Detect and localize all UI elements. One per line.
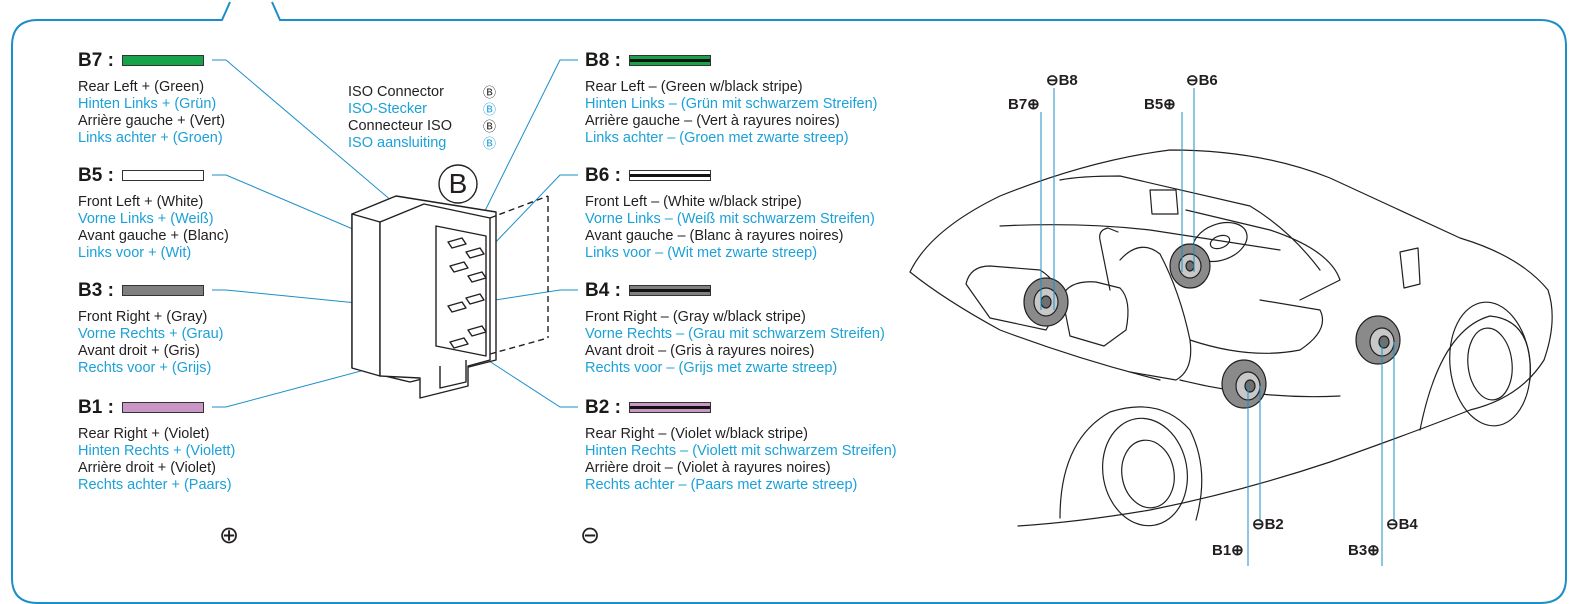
wire-b6: B6 : Front Left – (White w/black stripe)… [585,162,875,262]
wire-desc-nl: Rechts voor + (Grijs) [78,360,212,376]
wire-desc-de: Hinten Rechts – (Violett mit schwarzem S… [585,443,897,459]
wire-desc-fr: Avant gauche – (Blanc à rayures noires) [585,228,844,244]
wire-id: B7 : [78,49,114,71]
wire-color-swatch [121,169,204,181]
speaker-label-b3: B3⊕ [1348,542,1380,559]
speaker-label-b4: ⊖B4 [1386,516,1418,533]
connector-badge-b: B [448,168,468,199]
wire-id: B1 : [78,396,114,418]
wire-desc-fr: Avant gauche + (Blanc) [78,228,229,244]
wire-desc-nl: Links voor – (Wit met zwarte streep) [585,245,818,261]
iso-connector-legend: ISO Connector Ⓑ ISO-Stecker Ⓑ Connecteur… [348,84,496,152]
wire-color-swatch [628,54,711,66]
speaker-label-b2: ⊖B2 [1252,516,1284,533]
wire-desc-nl: Rechts achter + (Paars) [78,477,232,493]
wire-b2: B2 : Rear Right – (Violet w/black stripe… [585,394,897,494]
wire-desc-en: Front Left + (White) [78,194,204,210]
wire-desc-fr: Arrière droit + (Violet) [78,460,216,476]
wire-id: B3 : [78,279,114,301]
wire-b4: B4 : Front Right – (Gray w/black stripe)… [585,277,885,377]
wire-desc-nl: Links achter – (Groen met zwarte streep) [585,130,849,146]
wire-color-swatch [121,54,204,66]
wire-b1: B1 : Rear Right + (Violet) Hinten Rechts… [78,394,235,494]
wire-color-swatch [628,401,711,413]
wire-desc-de: Hinten Links + (Grün) [78,96,217,112]
wire-color-swatch [121,284,204,296]
iso-legend-row: Connecteur ISO Ⓑ [348,118,496,134]
wire-desc-en: Rear Left + (Green) [78,79,205,95]
iso-legend-row: ISO aansluiting Ⓑ [348,135,496,151]
wire-desc-nl: Links achter + (Groen) [78,130,223,146]
wire-desc-nl: Links voor + (Wit) [78,245,192,261]
wire-id: B6 : [585,164,621,186]
wire-b8: B8 : Rear Left – (Green w/black stripe) … [585,47,878,147]
connector-b-symbol: Ⓑ [482,85,496,100]
wire-desc-nl: Rechts voor – (Grijs met zwarte streep) [585,360,838,376]
wire-desc-nl: Rechts achter – (Paars met zwarte streep… [585,477,858,493]
wire-desc-fr: Arrière gauche + (Vert) [78,113,226,129]
wire-desc-de: Vorne Links – (Weiß mit schwarzem Streif… [585,211,875,227]
wire-color-swatch [121,401,204,413]
connector-b-symbol: Ⓑ [482,102,496,117]
wire-desc-fr: Avant droit + (Gris) [78,343,200,359]
wire-desc-fr: Arrière gauche – (Vert à rayures noires) [585,113,840,129]
wire-id: B2 : [585,396,621,418]
plus-polarity-icon: ⊕ [219,522,240,549]
wire-desc-fr: Arrière droit – (Violet à rayures noires… [585,460,831,476]
wire-desc-de: Hinten Links – (Grün mit schwarzem Strei… [585,96,878,112]
speaker-label-b8: ⊖B8 [1046,72,1078,89]
connector-b-symbol: Ⓑ [482,119,496,134]
wire-desc-de: Vorne Rechts – (Grau mit schwarzem Strei… [585,326,885,342]
wire-desc-de: Vorne Links + (Weiß) [78,211,214,227]
wire-desc-en: Front Right – (Gray w/black stripe) [585,309,806,325]
wire-desc-en: Front Left – (White w/black stripe) [585,194,802,210]
wire-desc-de: Hinten Rechts + (Violett) [78,443,236,459]
wire-b5: B5 : Front Left + (White) Vorne Links + … [78,162,229,262]
minus-polarity-icon: ⊖ [580,522,601,549]
wire-desc-fr: Avant droit – (Gris à rayures noires) [585,343,815,359]
speaker-label-b6: ⊖B6 [1186,72,1218,89]
speaker-label-b5: B5⊕ [1144,96,1176,113]
wire-id: B4 : [585,279,621,301]
iso-legend-row: ISO-Stecker Ⓑ [348,101,496,117]
wire-desc-en: Rear Left – (Green w/black stripe) [585,79,803,95]
wire-desc-en: Rear Right – (Violet w/black stripe) [585,426,808,442]
speaker-label-b1: B1⊕ [1212,542,1244,559]
wire-b7: B7 : Rear Left + (Green) Hinten Links + … [78,47,225,147]
iso-legend-row: ISO Connector Ⓑ [348,84,496,100]
wire-color-swatch [628,284,711,296]
wire-desc-de: Vorne Rechts + (Grau) [78,326,224,342]
wire-b3: B3 : Front Right + (Gray) Vorne Rechts +… [78,277,223,377]
connector-b-symbol: Ⓑ [482,136,496,151]
speaker-label-b7: B7⊕ [1008,96,1040,113]
wire-id: B8 : [585,49,621,71]
wire-desc-en: Front Right + (Gray) [78,309,208,325]
wire-desc-en: Rear Right + (Violet) [78,426,210,442]
wire-color-swatch [628,169,711,181]
wire-id: B5 : [78,164,114,186]
